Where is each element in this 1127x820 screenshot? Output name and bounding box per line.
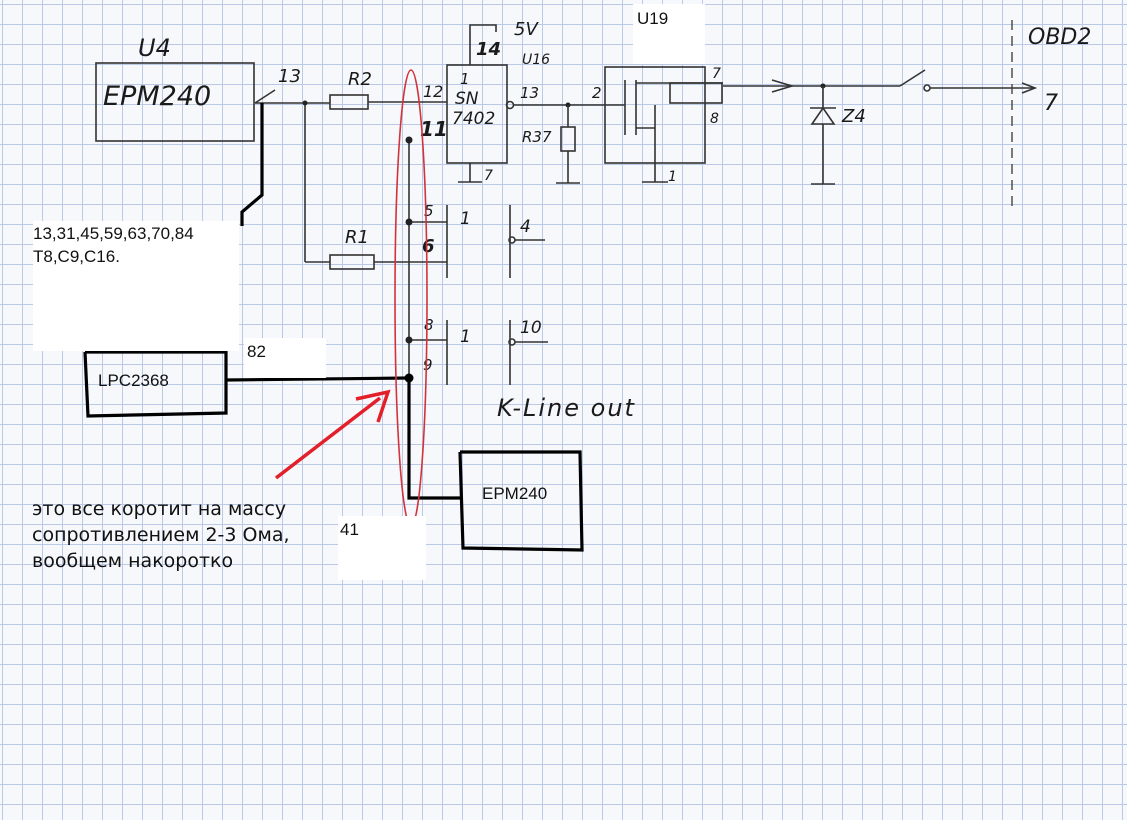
junction-pin5 [405,218,413,226]
pin12-label: 12 [423,82,443,101]
pin7-u19-label: 7 [712,66,721,82]
gate1a-label: 1 [460,209,471,229]
switch-blade [899,69,926,87]
pin41-label: 41 [340,520,359,539]
chip-7402-label: 7402 [452,109,495,129]
u16-chip [446,64,508,164]
r37-resistor [560,126,576,152]
pin10-label: 10 [520,318,542,338]
u4-pin13-stub [254,89,276,104]
switch-contact [923,84,931,92]
pin4-label: 4 [520,217,531,237]
pin82-label-box: 82 [244,338,326,378]
obd2-label: OBD2 [1028,25,1091,50]
junction-pin8 [405,336,413,344]
pins-label-box: 13,31,45,59,63,70,84 T8,C9,C16. [33,221,239,351]
note-line1: это все коротит на массу [32,498,287,520]
u4-box [95,62,255,142]
r2-label: R2 [348,69,372,90]
pin1-u19-label: 1 [668,169,677,185]
out7-label: 7 [1044,91,1058,116]
u4-label: U4 [138,34,171,62]
u19-label-box: U19 [633,4,705,64]
lpc2368-label: LPC2368 [98,371,169,390]
pins-line1: 13,31,45,59,63,70,84 [33,224,194,243]
pin8-u19-label: 8 [710,111,719,127]
kline-label: K-Line out [497,394,636,422]
junction-dot [302,100,308,106]
short-circuit-note: это все коротит на массу сопротивлением … [32,496,290,574]
pin5-label: 5 [424,202,434,220]
pin1-top-label: 1 [460,70,470,88]
wire-5v [469,24,497,65]
red-arrow-head [355,389,391,423]
pin13-right-label: 13 [520,84,539,102]
epm240-bottom-label: EPM240 [482,484,548,503]
u4-thick-lead [240,103,264,226]
pin14-label: 14 [476,39,501,60]
output-arrow-1 [771,79,795,93]
r1-label: R1 [345,227,369,248]
u16-output-bubble [505,100,515,110]
pin8-label: 8 [424,316,434,334]
junction-pin11 [405,136,413,144]
z4-label: Z4 [841,106,866,127]
pin6-label: 6 [422,236,435,257]
pins-line2: T8,C9,C16. [33,247,120,266]
lpc-box [83,350,228,418]
epm240-bottom-box [458,450,584,552]
wire-bus-to-epm [407,378,463,500]
pin7-bottom-label: 7 [484,168,493,184]
pin13-left-label: 13 [278,66,301,87]
r37-label: R37 [522,128,552,146]
wire-lpc-to-bus [225,376,410,382]
obd2-arrow [1021,82,1038,94]
pin82-label: 82 [247,342,266,361]
red-arrow-shaft [274,396,382,480]
pin9-label: 9 [423,356,433,374]
u19-label: U19 [637,9,669,28]
pin11-label: 11 [420,117,448,141]
pin41-label-box: 41 [338,516,426,580]
note-line2: сопротивлением 2-3 Ома, [32,524,290,546]
note-line3: вообщем накоротко [32,550,234,572]
5v-label: 5V [514,19,539,40]
epm240-top-label: EPM240 [103,81,211,112]
u16-label: U16 [522,52,550,68]
gate1b-label: 1 [460,327,471,347]
z4-diode [810,106,836,125]
pin2-label: 2 [592,84,602,102]
sn-label: SN [455,89,479,109]
r1-resistor [329,254,375,270]
r2-resistor [329,94,369,110]
u19-diode-loop [669,82,723,104]
